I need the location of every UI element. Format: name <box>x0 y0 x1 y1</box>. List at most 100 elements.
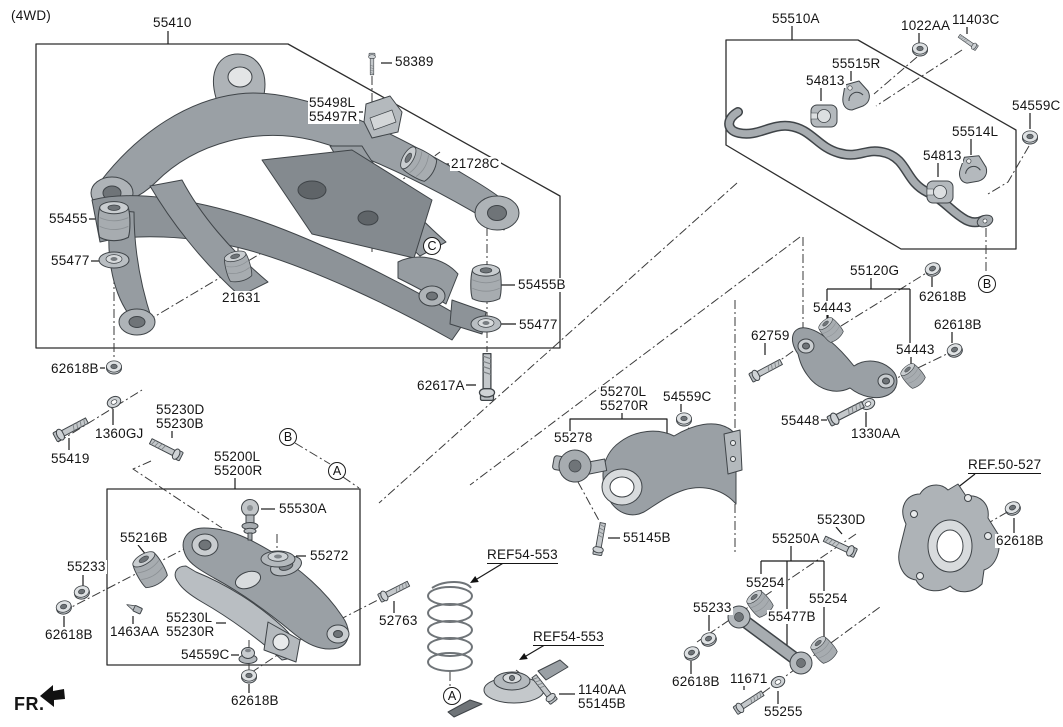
part-label-text: 62618B <box>919 289 967 304</box>
part-label-text: 55200L <box>214 449 261 464</box>
part-label-55255: 55255 <box>763 705 804 719</box>
ref54-spring-arrowhead <box>470 576 479 583</box>
ref54-pad-arrowhead <box>519 653 528 660</box>
part-label-text: 62618B <box>996 533 1044 548</box>
part-label-text: 55230D <box>817 512 866 527</box>
part-label-text: 55455 <box>49 211 88 226</box>
part-label-52763: 52763 <box>378 614 419 628</box>
part-label-54559C-b: 54559C <box>662 390 713 404</box>
part-label-text: 55145B <box>623 530 671 545</box>
part-label-text: 62618B <box>45 627 93 642</box>
part-label-text: 55455B <box>518 277 566 292</box>
part-label-text: REF54-553 <box>533 629 604 646</box>
part-label-55254-a: 55254 <box>745 576 786 590</box>
part-label-55230D-right: 55230D <box>816 513 867 527</box>
crossmember-box <box>35 43 561 349</box>
part-label-55216B: 55216B <box>119 531 169 545</box>
part-label-text: 62618B <box>672 674 720 689</box>
part-label-text: 55230B <box>156 416 204 431</box>
part-label-text: 54559C <box>181 647 230 662</box>
part-label-text: 58389 <box>395 54 434 69</box>
stabilizer-bar-illustration <box>724 107 994 228</box>
part-label-text: 11403C <box>952 12 1000 27</box>
part-label-58389: 58389 <box>394 55 435 69</box>
part-label-text: 54813 <box>806 73 845 88</box>
part-label-54559C-a: 54559C <box>180 648 231 662</box>
fr-arrow-icon <box>40 685 65 707</box>
part-label-21631: 21631 <box>221 291 262 305</box>
part-label-55233-left: 55233 <box>66 560 107 574</box>
part-label-text: 1360GJ <box>95 426 144 441</box>
part-label-text: 62759 <box>751 328 790 343</box>
part-label-55145B: 55145B <box>622 531 672 545</box>
bushing-55278 <box>552 449 608 483</box>
trailing-brace-illustration <box>174 565 301 663</box>
part-label-11403C: 11403C <box>951 13 1001 27</box>
part-label-21728C: 21728C <box>450 157 501 171</box>
part-label-55278: 55278 <box>553 431 594 445</box>
part-label-fr-indicator: FR. <box>13 695 46 713</box>
part-label-text: 55120G <box>850 263 900 278</box>
part-label-55120G: 55120G <box>849 263 901 278</box>
part-label-text: 55216B <box>120 530 168 545</box>
part-label-text: 55510A <box>772 11 820 26</box>
part-label-text: 55272 <box>310 548 349 563</box>
part-label-54813-b: 54813 <box>922 149 963 163</box>
part-label-55510A: 55510A <box>771 12 821 26</box>
part-label-62618B-d: 62618B <box>918 290 968 304</box>
part-label-text: 62617A <box>417 378 465 393</box>
part-label-ref50-527: REF.50-527 <box>967 457 1043 474</box>
part-label-54559C-c: 54559C <box>1011 99 1062 113</box>
part-label-text: 55497R <box>309 109 358 124</box>
lower-arm-box <box>106 488 361 666</box>
part-label-1463AA: 1463AA <box>109 625 161 639</box>
part-label-text: 55419 <box>51 451 90 466</box>
part-label-62617A: 62617A <box>416 379 466 393</box>
part-label-text: 54559C <box>1012 98 1061 113</box>
part-label-54443-b: 54443 <box>895 343 936 357</box>
part-label-55530A: 55530A <box>278 502 328 516</box>
part-label-text: 55270R <box>600 398 649 413</box>
part-label-text: 55477 <box>519 317 558 332</box>
part-label-text: 54813 <box>923 148 962 163</box>
part-label-1360GJ: 1360GJ <box>94 426 145 441</box>
part-label-62618B-b: 62618B <box>44 628 94 642</box>
part-label-text: (4WD) <box>11 8 51 23</box>
callout-circle-b: B <box>978 275 996 293</box>
part-label-text: 21728C <box>451 156 500 171</box>
part-label-text: 1330AA <box>851 426 901 441</box>
callout-circle-a: A <box>328 462 346 480</box>
part-label-62759: 62759 <box>750 329 791 343</box>
part-label-text: 55230D <box>156 402 205 417</box>
part-label-1330AA: 1330AA <box>850 426 902 441</box>
upper-arm-illustration <box>791 327 898 399</box>
part-label-text: 55270L <box>600 384 647 399</box>
part-label-text: 62618B <box>934 317 982 332</box>
part-label-55448: 55448 <box>780 414 821 428</box>
part-label-text: 55477 <box>51 253 90 268</box>
part-label-62618B-g: 62618B <box>671 675 721 689</box>
part-label-55514L: 55514L <box>951 125 1000 139</box>
part-label-text: 1140AA <box>578 682 627 697</box>
coil-spring-illustration <box>427 581 473 672</box>
part-label-1022AA: 1022AA <box>900 18 952 33</box>
callout-circle-c: C <box>423 237 441 255</box>
part-label-text: 11671 <box>730 671 768 686</box>
part-label-55250A: 55250A <box>771 532 821 546</box>
part-label-54813-a: 54813 <box>805 74 846 88</box>
part-label-55254-b: 55254 <box>808 592 849 606</box>
spring-pad-illustration <box>447 659 569 718</box>
part-label-text: 55530A <box>279 501 327 516</box>
part-label-ref54-553-spring: REF54-553 <box>486 548 559 564</box>
part-label-text: 55448 <box>781 413 820 428</box>
part-label-text: 55255 <box>764 704 803 719</box>
part-label-text: 1022AA <box>901 18 951 33</box>
part-label-text: 54559C <box>663 389 712 404</box>
part-label-text: REF.50-527 <box>968 457 1042 474</box>
